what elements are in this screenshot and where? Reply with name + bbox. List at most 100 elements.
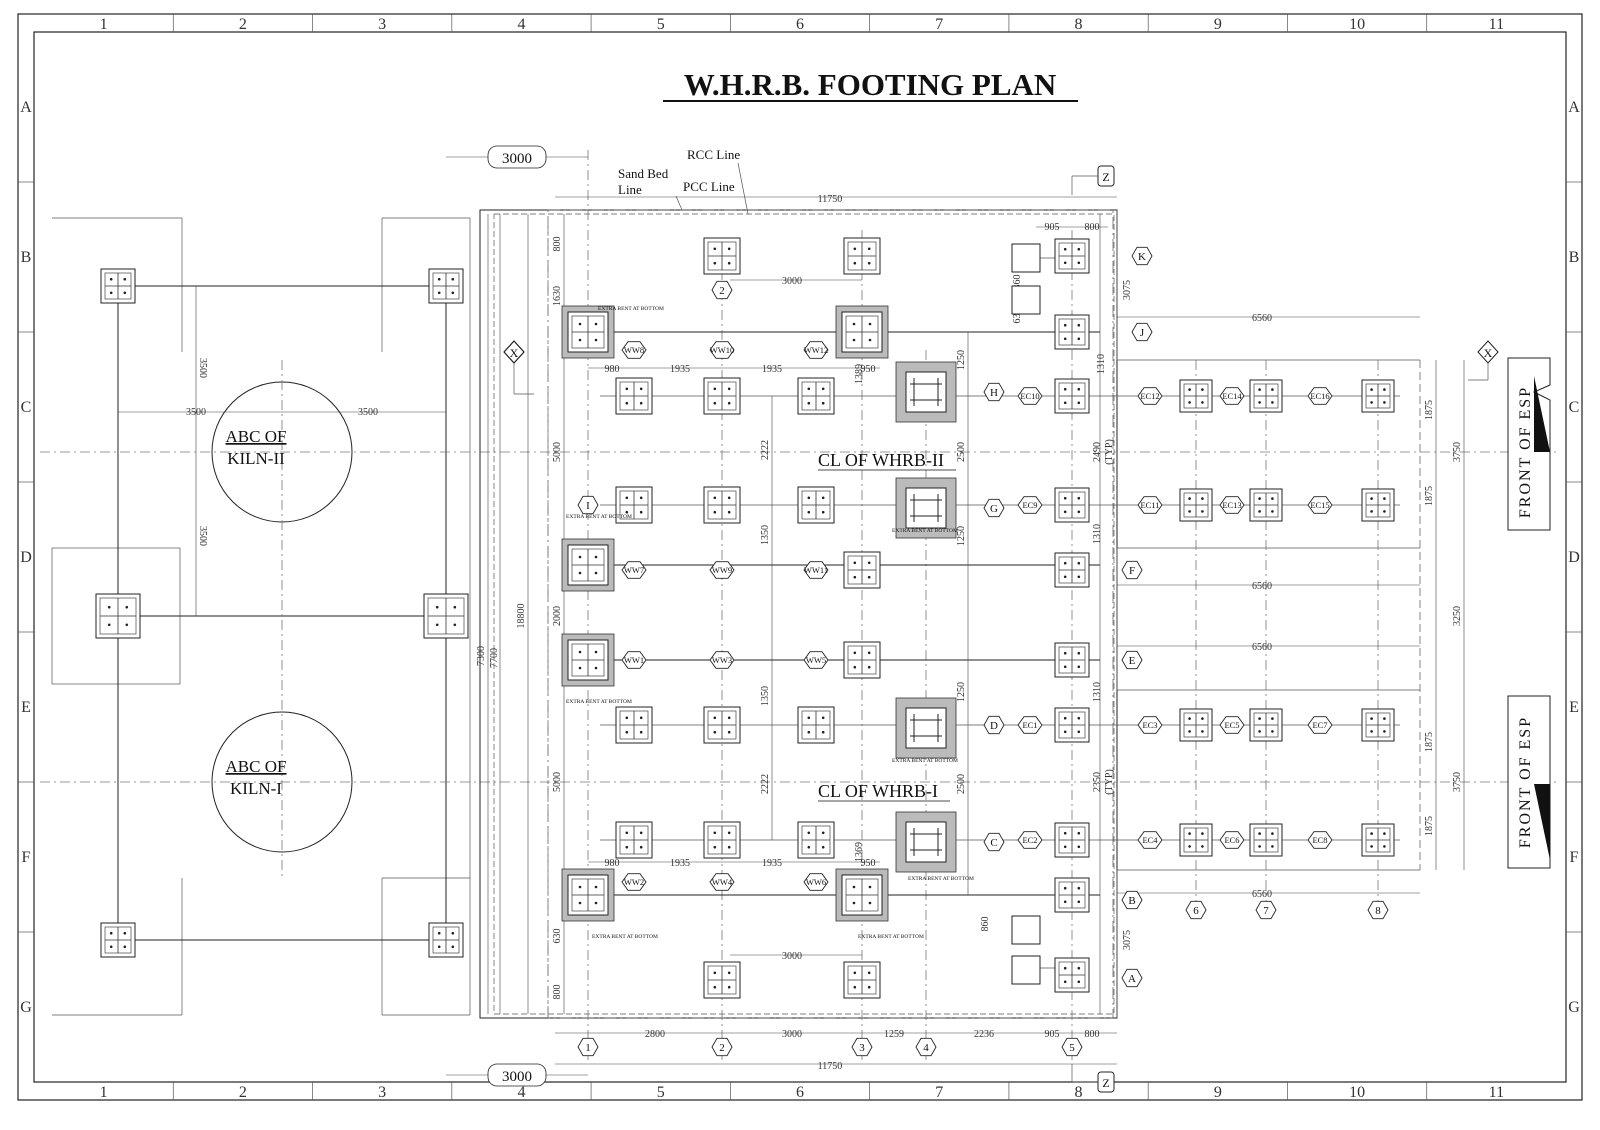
grid-bubble-col-D: D	[983, 715, 1005, 735]
footing-symbol	[615, 486, 653, 524]
svg-text:WW10: WW10	[710, 345, 735, 355]
dim-950-upper: 950	[861, 364, 876, 375]
footing-symbol	[797, 486, 835, 524]
border-col-label-top: 6	[796, 16, 804, 33]
grid-bubble-row-7: 7	[1255, 900, 1277, 920]
dim-2800: 2800	[645, 1029, 665, 1040]
dim-2236: 2236	[974, 1029, 994, 1040]
tag-ww6: WW6	[803, 873, 829, 891]
svg-text:H: H	[990, 387, 998, 399]
dim-18800: 18800	[516, 604, 527, 629]
tag-ec14: EC14	[1219, 387, 1245, 405]
border-row-label-right: B	[1569, 249, 1580, 266]
border-col-label-bottom: 2	[239, 1084, 247, 1101]
border-col-label-top: 10	[1349, 16, 1365, 33]
border-row-label-right: G	[1568, 999, 1580, 1016]
svg-text:2: 2	[719, 1042, 725, 1054]
svg-text:EC14: EC14	[1222, 391, 1242, 401]
svg-text:G: G	[990, 503, 998, 515]
tag-ec1: EC1	[1017, 716, 1043, 734]
dim-11750-bottom: 11750	[818, 1061, 843, 1072]
svg-text:A: A	[1128, 973, 1136, 985]
grid-bubble-row-1: 1	[577, 1037, 599, 1057]
footing-symbol	[615, 706, 653, 744]
extra-bent-note: EXTRA BENT AT BOTTOM	[892, 758, 958, 764]
footing-symbol	[843, 641, 881, 679]
svg-text:Z: Z	[1102, 170, 1109, 184]
border-col-label-bottom: 11	[1489, 1084, 1504, 1101]
grid-bubble-row-8: 8	[1367, 900, 1389, 920]
front-of-esp-lower-label: FRONT OF ESP	[1517, 716, 1534, 848]
dim-1310-a: 1310	[1096, 354, 1107, 374]
footing-symbol	[615, 821, 653, 859]
dim-980-upper: 980	[605, 364, 620, 375]
abc-kiln-ii-label-2: KILN-II	[227, 449, 285, 468]
footing-symbol	[1054, 487, 1090, 523]
boiler-support-footing	[895, 811, 957, 873]
grid-bubble-col-A: A	[1121, 968, 1143, 988]
svg-text:EC11: EC11	[1140, 500, 1159, 510]
dim-980-lower: 980	[605, 858, 620, 869]
sand-bed-label-2: Line	[618, 182, 642, 197]
footing-symbol	[1179, 379, 1213, 413]
border-col-label-top: 3	[378, 16, 386, 33]
grid-bubble-col-G: G	[983, 498, 1005, 518]
tag-ec3: EC3	[1137, 716, 1163, 734]
dim-6560-d: 6560	[1252, 889, 1272, 900]
tag-ww9: WW9	[709, 561, 735, 579]
dim-3500-d: 3500	[197, 526, 208, 546]
svg-text:7: 7	[1263, 905, 1269, 917]
dim-1875-a: 1875	[1424, 400, 1435, 420]
border-col-label-bottom: 9	[1214, 1084, 1222, 1101]
footing-symbol	[1054, 314, 1090, 350]
footing-symbol	[1249, 823, 1283, 857]
dim-2222-lower: 2222	[760, 774, 771, 794]
footing-symbol	[1179, 823, 1213, 857]
dim-3000-lower: 3000	[782, 951, 802, 962]
footings-layer	[95, 237, 1395, 999]
dim-860-top: 860	[1012, 275, 1023, 290]
extra-bent-note: EXTRA BENT AT BOTTOM	[566, 699, 632, 705]
extra-bent-notes-layer: EXTRA BENT AT BOTTOM EXTRA BENT AT BOTTOM…	[566, 306, 974, 940]
extra-bent-note: EXTRA BENT AT BOTTOM	[566, 514, 632, 520]
dim-1250-b: 1250	[956, 526, 967, 546]
svg-text:8: 8	[1375, 905, 1381, 917]
grid-bubble-row-2-top: 2	[711, 280, 733, 300]
svg-text:WW7: WW7	[624, 565, 644, 575]
border-row-label-right: D	[1568, 549, 1580, 566]
svg-text:WW3: WW3	[712, 655, 732, 665]
svg-text:WW8: WW8	[624, 345, 644, 355]
dim-3500-b: 3500	[358, 407, 378, 418]
tag-ww11: WW11	[803, 561, 829, 579]
dim-3000-bottom: 3000	[502, 1069, 532, 1085]
border-col-label-bottom: 6	[796, 1084, 804, 1101]
sheet-inner-border	[33, 31, 1567, 1083]
svg-text:E: E	[1129, 655, 1136, 667]
footing-symbol	[843, 551, 881, 589]
svg-text:WW11: WW11	[804, 565, 828, 575]
grid-bubble-row-3: 3	[851, 1037, 873, 1057]
footing-tags-layer: WW1WW2WW3WW4WW5WW6WW7WW8WW9WW10WW11WW12E…	[621, 341, 1333, 891]
boiler-support-footing	[895, 697, 957, 759]
footing-symbol	[703, 961, 741, 999]
grid-bubble-row-6: 6	[1185, 900, 1207, 920]
svg-text:K: K	[1138, 251, 1146, 263]
dim-800-left-bottom: 800	[552, 985, 563, 1000]
svg-text:EC10: EC10	[1020, 391, 1039, 401]
grid-bubble-col-J: J	[1131, 322, 1153, 342]
footing-symbol	[561, 538, 615, 592]
svg-text:EC2: EC2	[1022, 835, 1037, 845]
tag-ec5: EC5	[1219, 716, 1245, 734]
svg-text:2: 2	[719, 285, 725, 297]
footing-symbol	[561, 868, 615, 922]
grid-bubble-col-C: C	[983, 832, 1005, 852]
dim-1369: 1369	[854, 842, 865, 862]
abc-kiln-ii-label-1: ABC OF	[226, 427, 287, 446]
footing-symbol	[843, 961, 881, 999]
footing-symbol	[561, 633, 615, 687]
border-row-label-right: C	[1569, 399, 1580, 416]
svg-text:I: I	[586, 500, 590, 512]
tag-ec2: EC2	[1017, 831, 1043, 849]
dim-1935-lower-b: 1935	[762, 858, 782, 869]
tag-ec9: EC9	[1017, 496, 1043, 514]
